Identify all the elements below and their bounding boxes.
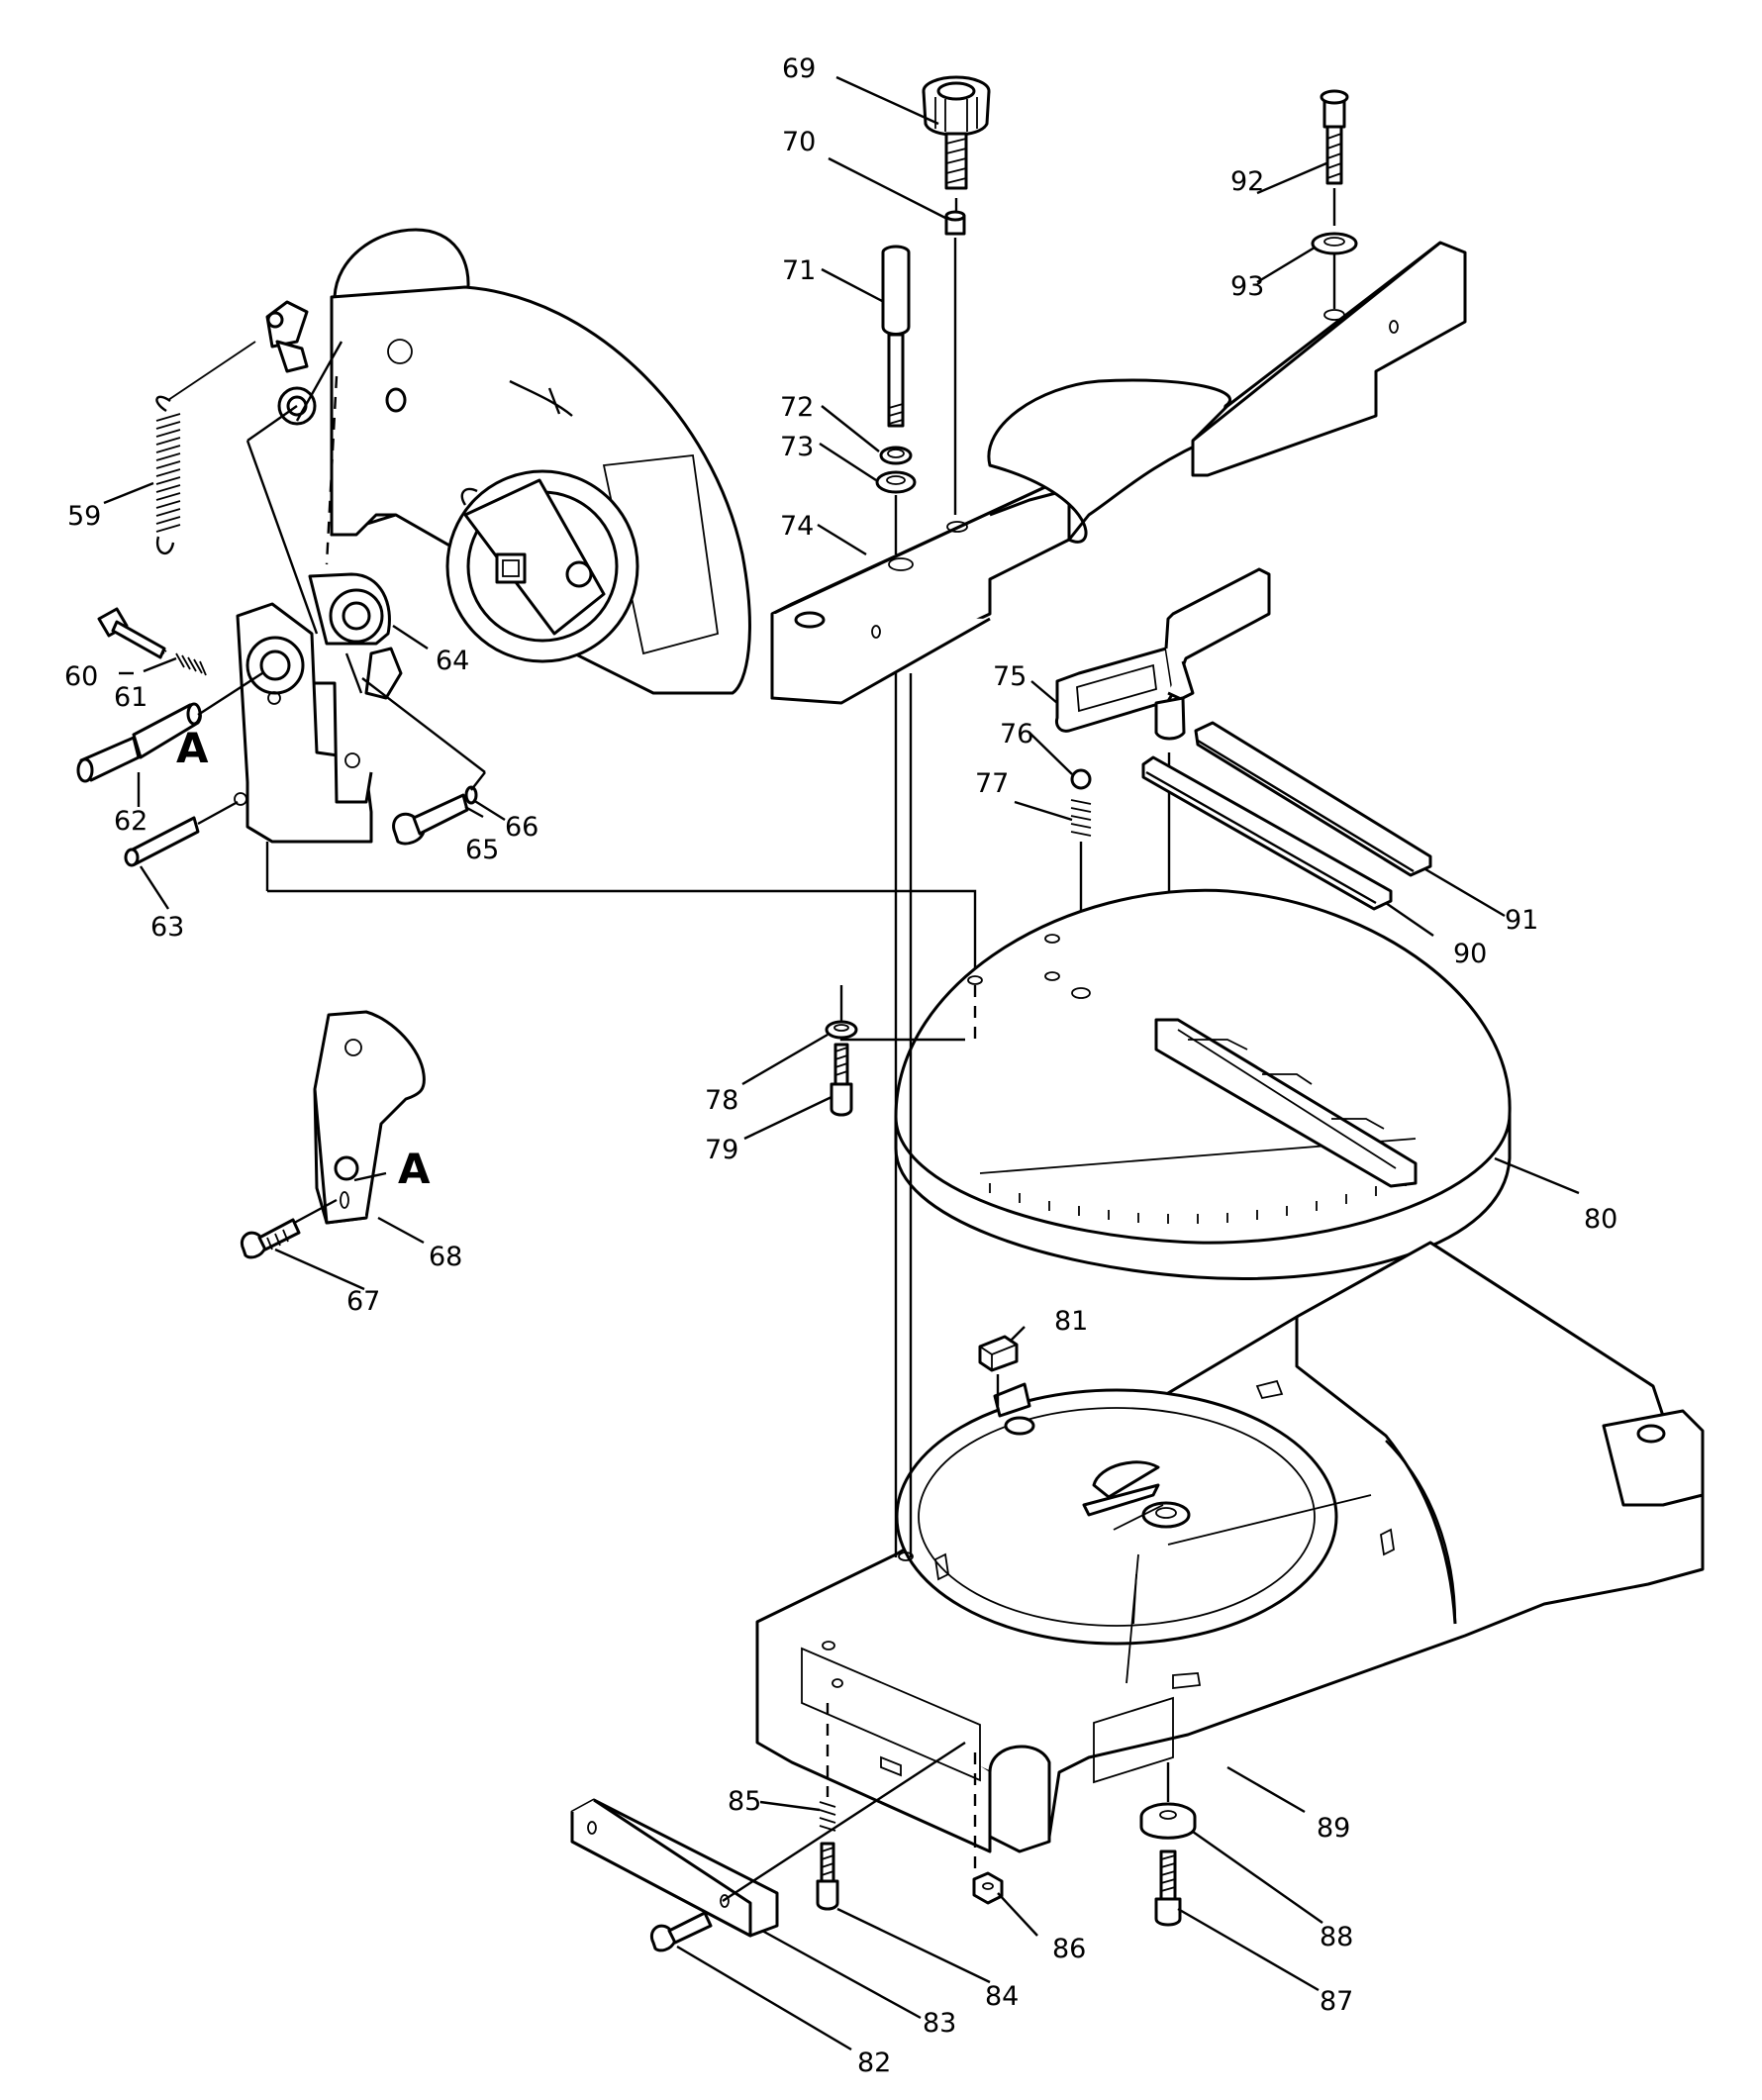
label-69: 69 xyxy=(782,53,816,84)
label-73: 73 xyxy=(780,432,814,462)
bolt-84 xyxy=(816,1842,839,1911)
fence-83 xyxy=(570,1741,966,1938)
pin-63 xyxy=(124,800,239,867)
label-72: 72 xyxy=(780,392,814,423)
label-59: 59 xyxy=(67,501,101,532)
pin-62 xyxy=(76,671,263,783)
label-64: 64 xyxy=(436,646,469,676)
washer-72 xyxy=(879,446,913,465)
label-68: 68 xyxy=(429,1242,462,1272)
spring-59 xyxy=(155,341,256,554)
arm-74 xyxy=(770,378,1232,705)
block-81 xyxy=(978,1335,1019,1406)
view-marker-a-detail: A xyxy=(398,1145,431,1193)
label-78: 78 xyxy=(705,1085,738,1116)
blade-guard-assembly xyxy=(245,228,751,695)
label-84: 84 xyxy=(985,1981,1019,2012)
spring-61 xyxy=(175,652,207,676)
label-77: 77 xyxy=(975,768,1009,799)
label-66: 66 xyxy=(505,812,538,843)
bolt-60 xyxy=(97,607,167,659)
knob-75 xyxy=(1055,567,1271,1089)
label-93: 93 xyxy=(1230,271,1264,302)
label-65: 65 xyxy=(465,835,499,865)
label-90: 90 xyxy=(1453,939,1487,969)
plates-90-91 xyxy=(1141,721,1432,911)
label-75: 75 xyxy=(993,661,1027,692)
bolt-79 xyxy=(830,1043,853,1117)
base-89 xyxy=(755,673,1705,1853)
label-89: 89 xyxy=(1317,1813,1350,1844)
label-81: 81 xyxy=(1054,1306,1088,1337)
knob-69 xyxy=(922,75,991,212)
leader-lines xyxy=(103,75,1580,2051)
bolt-87 xyxy=(1154,1850,1182,1927)
label-76: 76 xyxy=(1000,719,1033,750)
label-61: 61 xyxy=(114,682,147,713)
label-85: 85 xyxy=(728,1786,761,1817)
screw-82 xyxy=(650,1911,713,1952)
label-67: 67 xyxy=(346,1286,380,1317)
label-82: 82 xyxy=(857,2048,891,2078)
part-labels: 59 60 61 62 63 64 65 66 67 68 69 70 71 7… xyxy=(64,53,1617,2078)
label-87: 87 xyxy=(1320,1986,1353,2017)
washer-73 xyxy=(875,470,917,554)
ball-76 xyxy=(1070,768,1092,790)
view-marker-a-top: A xyxy=(176,724,209,772)
label-71: 71 xyxy=(782,255,816,286)
label-88: 88 xyxy=(1320,1922,1353,1952)
label-80: 80 xyxy=(1584,1204,1617,1235)
arm-holder xyxy=(234,572,977,975)
label-60: 60 xyxy=(64,661,98,692)
washer-78 xyxy=(825,1020,858,1040)
spring-85 xyxy=(819,1703,836,1832)
label-74: 74 xyxy=(780,511,814,542)
bolt-65 xyxy=(361,677,486,846)
label-92: 92 xyxy=(1230,166,1264,197)
label-70: 70 xyxy=(782,127,816,157)
label-62: 62 xyxy=(114,806,147,837)
label-86: 86 xyxy=(1052,1934,1086,1964)
label-83: 83 xyxy=(923,2008,956,2039)
arm-92-93 xyxy=(1191,89,1467,477)
foot-88 xyxy=(1139,1762,1197,1840)
turn-table-80 xyxy=(839,888,1512,1280)
label-63: 63 xyxy=(150,912,184,943)
bracket-a xyxy=(241,1010,426,1259)
shaft-71 xyxy=(881,245,911,428)
sleeve-70 xyxy=(944,210,966,515)
label-91: 91 xyxy=(1505,905,1538,936)
label-79: 79 xyxy=(705,1135,738,1165)
